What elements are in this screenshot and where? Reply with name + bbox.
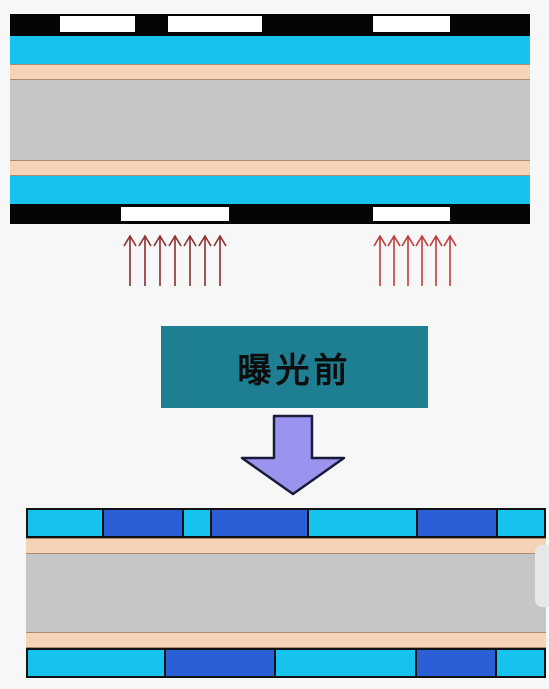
uv-light-arrows-right	[373, 234, 457, 286]
top-mask-opening	[168, 16, 262, 32]
exposed-film-segment	[104, 510, 182, 536]
bottom-mask-layer	[10, 204, 530, 224]
bottom-mask-opening	[121, 207, 229, 221]
exposed-film-segment	[166, 650, 274, 676]
scroll-handle[interactable]	[535, 545, 549, 607]
result-substrate-core-layer	[26, 554, 546, 632]
top-mask-opening	[373, 16, 450, 32]
exposed-film-segment	[417, 650, 495, 676]
bottom-mask-opening	[373, 207, 450, 221]
unexposed-film-segment	[497, 650, 544, 676]
exposed-film-segment	[212, 510, 307, 536]
unexposed-film-segment	[28, 510, 102, 536]
bottom-copper-layer	[10, 160, 530, 176]
unexposed-film-segment	[498, 510, 544, 536]
process-down-arrow-icon	[240, 414, 346, 496]
top-copper-layer	[10, 64, 530, 80]
top-mask-opening	[60, 16, 135, 32]
unexposed-film-segment	[309, 510, 416, 536]
bottom-dry-film-layer	[10, 176, 530, 204]
uv-light-arrows-left	[123, 234, 227, 286]
exposed-film-segment	[418, 510, 496, 536]
top-dry-film-layer	[10, 36, 530, 64]
unexposed-film-segment	[28, 650, 164, 676]
substrate-core-layer	[10, 80, 530, 160]
stage-label-text: 曝光前	[237, 350, 352, 391]
result-top-copper-layer	[26, 538, 546, 554]
unexposed-film-segment	[184, 510, 210, 536]
stage-label-box: 曝光前	[161, 326, 428, 408]
unexposed-film-segment	[276, 650, 415, 676]
result-bottom-copper-layer	[26, 632, 546, 648]
